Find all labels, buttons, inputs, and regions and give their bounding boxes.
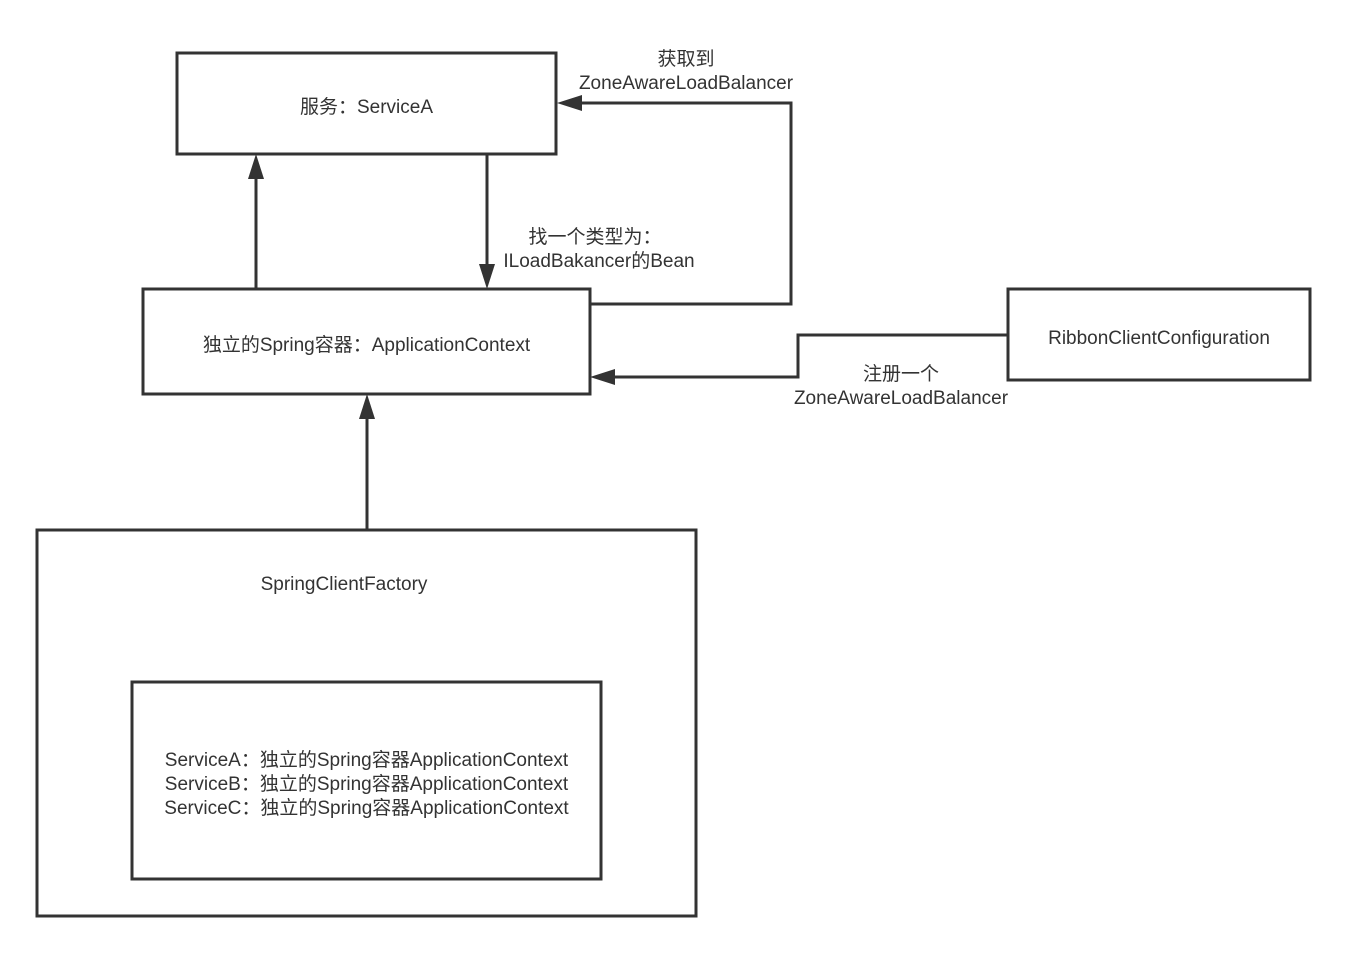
edge-label-line: ZoneAwareLoadBalancer: [794, 388, 1009, 409]
service-contexts-line: ServiceB：独立的Spring容器ApplicationContext: [165, 773, 569, 795]
edge-label-find-bean: 找一个类型为： ILoadBakancer的Bean: [503, 226, 694, 272]
application-context-node: 独立的Spring容器：ApplicationContext: [141, 287, 592, 396]
edge-label-obtained: 获取到 ZoneAwareLoadBalancer: [579, 48, 794, 94]
edge-label-register: 注册一个 ZoneAwareLoadBalancer: [794, 363, 1009, 409]
edge-label-line: ZoneAwareLoadBalancer: [579, 73, 794, 94]
spring-client-factory-node-label: SpringClientFactory: [261, 574, 428, 595]
edge-context-loop-to-service: [557, 95, 793, 306]
edge-ribbon-to-context: [590, 333, 1008, 385]
edge-factory-to-context: [359, 394, 375, 530]
service-node: 服务：ServiceA: [175, 51, 558, 156]
service-contexts-node: ServiceA：独立的Spring容器ApplicationContext S…: [130, 680, 603, 881]
edge-label-line: 获取到: [657, 48, 714, 70]
edge-service-to-context: [479, 155, 495, 289]
ribbon-client-configuration-node-label: RibbonClientConfiguration: [1048, 328, 1270, 349]
service-contexts-line: ServiceC：独立的Spring容器ApplicationContext: [164, 797, 569, 819]
edge-label-line: ILoadBakancer的Bean: [503, 250, 694, 272]
edge-label-line: 注册一个: [863, 363, 939, 385]
service-contexts-line: ServiceA：独立的Spring容器ApplicationContext: [165, 749, 569, 771]
ribbon-client-configuration-node: RibbonClientConfiguration: [1006, 287, 1312, 382]
service-node-label: 服务：ServiceA: [300, 96, 433, 118]
edge-context-to-service: [248, 154, 264, 289]
edge-label-line: 找一个类型为：: [528, 226, 661, 248]
application-context-node-label: 独立的Spring容器：ApplicationContext: [203, 334, 531, 356]
